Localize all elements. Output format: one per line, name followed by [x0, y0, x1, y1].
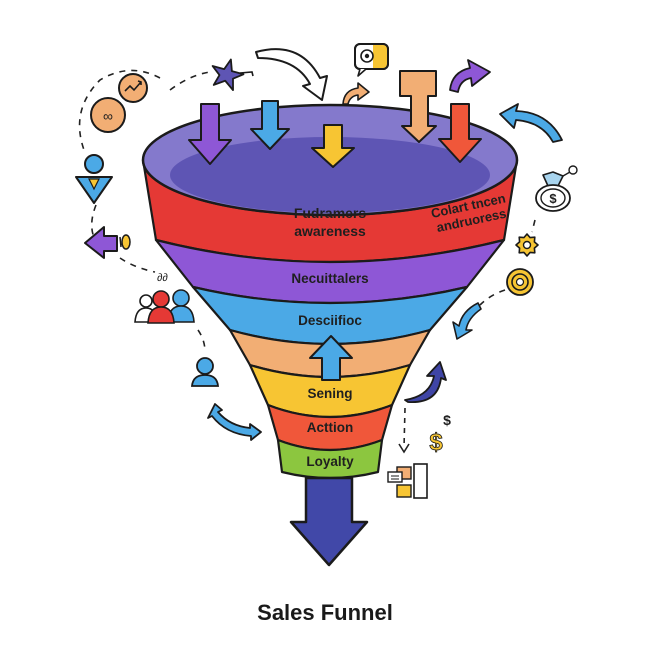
coin-icon: [506, 268, 534, 296]
input-arrow-yellow: [311, 124, 355, 168]
stage-label-6: Acttion: [307, 420, 354, 435]
curved-arrow-down-blue-icon: [452, 302, 482, 340]
exchange-arrow-icon: [207, 403, 262, 441]
dashed-path-megaphone: [119, 257, 156, 273]
upward-arrow: [309, 335, 353, 381]
curved-arrow-blue-icon: [499, 103, 563, 143]
curved-arrow-up-navy-icon: [404, 361, 447, 403]
sound-marks: ∂∂: [157, 272, 168, 284]
dashed-path-right-1: [531, 219, 536, 233]
dashed-path-left: [90, 204, 97, 241]
stage-label-1-line-2: awareness: [294, 223, 366, 239]
diagram-title: Sales Funnel: [257, 600, 393, 625]
chat-bubble-eye-icon: [354, 43, 389, 77]
person-heart-icon: [75, 154, 113, 204]
megaphone-arrow-icon: [84, 226, 131, 259]
stage-labels: Fudramers awarenessNecuittalersDesciifioc…: [291, 205, 368, 469]
svg-text:∞: ∞: [103, 108, 113, 124]
curved-arrow-orange-icon: [342, 82, 370, 105]
input-arrow-purple: [188, 103, 232, 165]
stage-label-7: Loyalty: [306, 454, 354, 469]
money-bag-icon: $: [535, 165, 578, 212]
chart-bubble-icon: ∞: [90, 73, 148, 133]
team-icon: [134, 289, 195, 324]
stage-label-3: Desciifioc: [298, 313, 362, 328]
output-arrow: [289, 476, 369, 567]
input-arrow-orange-light: [399, 70, 437, 143]
funnel-bands: [141, 158, 519, 480]
star-icon: [211, 58, 254, 92]
dashed-path-team: [197, 329, 206, 353]
dollar-large: $: [429, 429, 443, 456]
input-arrow-red: [438, 103, 482, 163]
curved-arrow-white-icon: [255, 48, 328, 101]
dashed-down-arrow-icon: [398, 407, 410, 454]
dollar-signs-icon: $ $: [429, 412, 451, 456]
curved-arrow-purple-icon: [449, 59, 491, 93]
dashed-path-star: [169, 71, 211, 91]
gear-icon: [515, 233, 539, 257]
user-icon: [191, 357, 219, 387]
dollar-small: $: [443, 412, 451, 428]
dashed-path-top-left: [78, 69, 161, 151]
money-bag-symbol: $: [549, 191, 557, 206]
funnel-stage-7: [276, 438, 384, 480]
stage-label-5: Sening: [307, 386, 352, 401]
documents-icon: [387, 463, 428, 499]
dashed-path-coin: [479, 289, 506, 306]
stage-label-2: Necuittalers: [291, 271, 368, 286]
gear-hole: [522, 240, 532, 250]
stage-label-1-line-1: Fudramers: [294, 205, 367, 221]
input-arrow-blue: [250, 100, 290, 150]
